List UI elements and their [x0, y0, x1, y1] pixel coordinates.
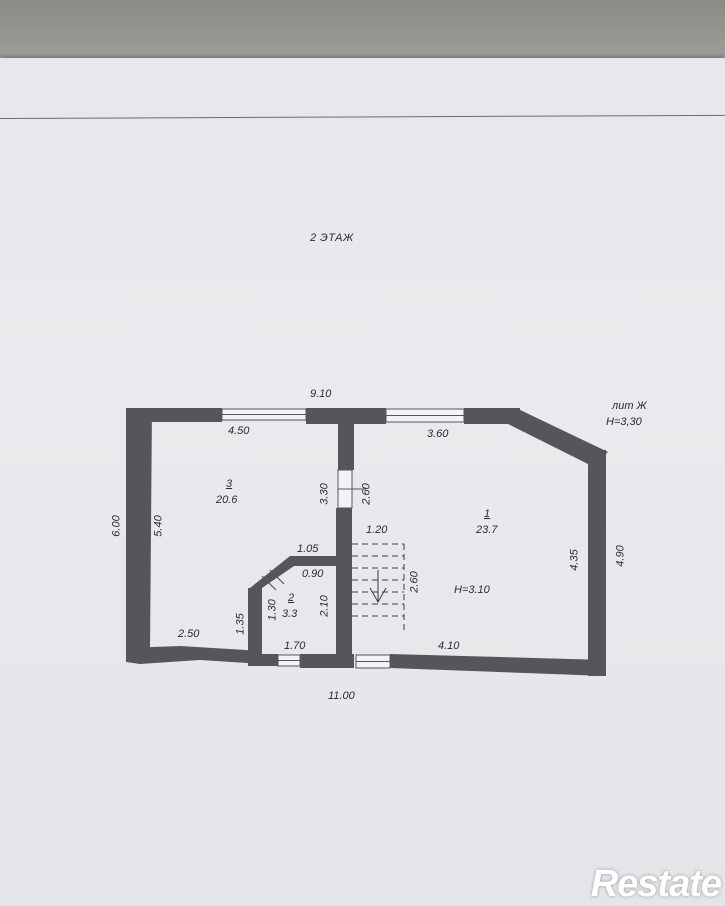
background-surface — [0, 0, 725, 64]
room-3-number: 3 — [226, 478, 233, 490]
dim-wall-330: 3.30 — [318, 483, 331, 505]
room-2-area: 3.3 — [282, 608, 298, 620]
stair-arrow-icon — [369, 570, 387, 604]
wall-center-low — [336, 508, 352, 668]
room-1-number: 1 — [484, 508, 491, 520]
wall-right-diag — [508, 408, 608, 466]
dim-r3-height: 5.40 — [152, 515, 165, 537]
dim-r1-right: 4.35 — [568, 549, 581, 571]
wall-center-top — [338, 410, 354, 470]
dim-r2-top: 1.05 — [297, 543, 319, 555]
room-1-height: H=3.10 — [454, 584, 490, 596]
dim-r1-width: 3.60 — [427, 428, 449, 440]
dim-r2-left: 1.30 — [266, 599, 279, 621]
walls — [126, 408, 608, 676]
room-1-area: 23.7 — [476, 524, 498, 536]
dim-r3-notch: 1.35 — [234, 613, 247, 635]
wall-right — [588, 450, 606, 676]
watermark-logo: Restate — [590, 863, 722, 905]
wall-bottom-right — [390, 654, 606, 676]
dim-r3-bottom: 2.50 — [178, 628, 200, 640]
wall-bottom-left — [126, 646, 262, 664]
dim-bottom-total: 11.00 — [328, 690, 355, 702]
height-total: H=3,30 — [606, 416, 642, 428]
dim-wall-260a: 2.60 — [360, 483, 373, 505]
wall-top-right — [464, 408, 520, 424]
windows — [221, 408, 465, 669]
lit-label: лит Ж — [612, 400, 647, 412]
dim-r2-right: 2.10 — [318, 595, 331, 617]
dim-right-total: 4.90 — [614, 545, 627, 567]
room-3-area: 20.6 — [216, 494, 238, 506]
wall-r2-top — [250, 556, 338, 588]
wall-top-left — [136, 408, 222, 422]
dim-stair-width: 1.20 — [366, 524, 388, 536]
dim-r2-diag: 0.90 — [302, 568, 324, 580]
dim-stair-len: 2.60 — [408, 571, 421, 593]
door-r2 — [261, 569, 285, 591]
wall-r2-left — [248, 588, 262, 662]
room-2-number: 2 — [288, 592, 295, 604]
dim-r2-bottom: 1.70 — [284, 640, 306, 652]
dim-r3-width: 4.50 — [228, 425, 250, 437]
wall-left-bar — [126, 408, 150, 662]
floor-title: 2 ЭТАЖ — [310, 232, 354, 244]
wall-bottom-mid — [248, 654, 278, 666]
dim-left-total: 6.00 — [110, 515, 123, 537]
dim-top-total: 9.10 — [310, 388, 332, 400]
dim-r1-bottom: 4.10 — [438, 640, 460, 652]
